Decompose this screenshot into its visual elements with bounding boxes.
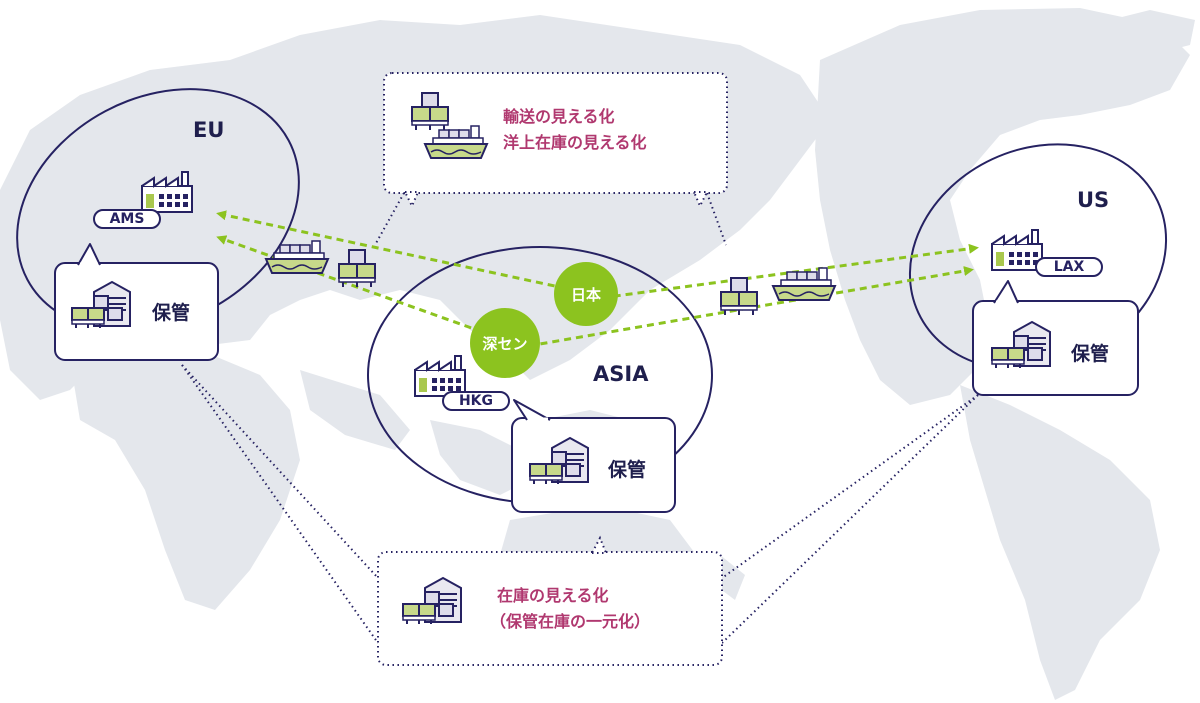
lax-port-badge: LAX (1035, 257, 1103, 277)
shenzhen-hub: 深セン (470, 308, 540, 378)
us-storage-box (972, 280, 1139, 396)
shipping-routes (216, 210, 979, 352)
hkg-port-badge: HKG (442, 391, 510, 411)
callout-connectors (181, 192, 979, 644)
top-callout-text-line1: 輸送の見える化 (503, 107, 615, 126)
japan-hub: 日本 (554, 262, 618, 326)
eu-region-label: EU (193, 118, 225, 142)
bottom-callout-text-line2: （保管在庫の一元化） (490, 612, 651, 631)
top-callout-box (383, 72, 728, 194)
bottom-callout-box (377, 551, 723, 666)
eu-storage-box (54, 243, 219, 361)
asia-storage-label: 保管 (608, 459, 647, 481)
east-route-boxes-icon (720, 277, 758, 316)
asia-storage-box (511, 399, 676, 513)
bottom-callout-text-line1: 在庫の見える化 (497, 586, 609, 605)
asia-region-label: ASIA (593, 362, 649, 386)
top-callout-text-line2: 洋上在庫の見える化 (503, 133, 647, 152)
us-storage-label: 保管 (1071, 343, 1110, 365)
eu-storage-label: 保管 (152, 302, 191, 324)
ams-port-badge: AMS (93, 209, 161, 229)
asia-factory-icon (414, 355, 466, 397)
us-region-label: US (1077, 188, 1110, 212)
